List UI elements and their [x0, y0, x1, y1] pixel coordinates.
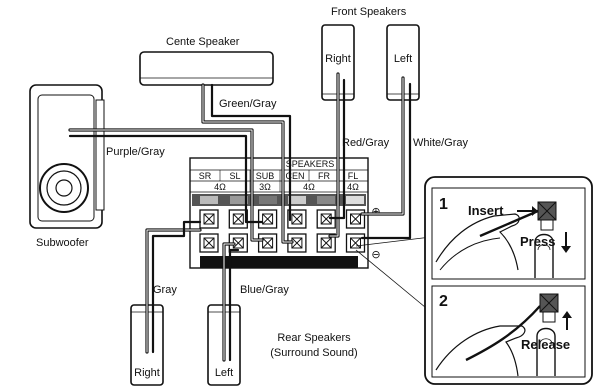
- step-2-wire: [465, 305, 541, 362]
- wire-label-blue-gray: Blue/Gray: [240, 284, 289, 296]
- wire-label-green-gray: Green/Gray: [219, 98, 277, 110]
- impedance-label-rear: 4Ω: [214, 182, 226, 192]
- step-1-number: 1: [439, 196, 448, 213]
- channel-label-fl: FL: [348, 171, 359, 181]
- step-1-insert-label: Insert: [468, 203, 504, 218]
- channel-label-sr: SR: [199, 171, 212, 181]
- terminal-fr-negative: [316, 233, 336, 253]
- inset-leader-top: [355, 236, 432, 247]
- positive-symbol: ⊕: [371, 206, 380, 218]
- inset-leader-bottom: [355, 249, 432, 313]
- wire-label-gray: Gray: [153, 284, 177, 296]
- channel-label-fr: FR: [318, 171, 330, 181]
- impedance-labels: 4Ω 3Ω 4Ω 4Ω: [214, 182, 359, 192]
- terminal-sub-positive: [257, 209, 278, 229]
- step-2-number: 2: [439, 293, 448, 310]
- negative-symbol: ⊖: [371, 249, 380, 261]
- step-2-finger: [536, 327, 556, 376]
- impedance-label-cen-fr: 4Ω: [303, 182, 315, 192]
- wire-label-red-gray: Red/Gray: [342, 137, 390, 149]
- terminal-fr-positive: [316, 209, 336, 229]
- connection-instructions: 1 Insert Press 2 Release: [424, 176, 593, 385]
- channel-labels: SR SL SUB CEN FR FL: [199, 171, 359, 181]
- front-speakers-label: Front Speakers: [331, 6, 407, 18]
- channel-label-sl: SL: [229, 171, 240, 181]
- terminal-grid: [199, 209, 366, 253]
- terminal-sub-negative: [257, 233, 278, 253]
- rear-right-label: Right: [134, 367, 160, 379]
- front-left-label: Left: [394, 53, 412, 65]
- terminal-fl-negative: [345, 233, 366, 253]
- front-right-label: Right: [325, 53, 351, 65]
- wire-label-purple-gray: Purple/Gray: [106, 146, 165, 158]
- impedance-label-fl: 4Ω: [347, 182, 359, 192]
- center-speaker: [139, 51, 274, 86]
- subwoofer: [29, 84, 105, 229]
- subwoofer-label: Subwoofer: [36, 237, 89, 249]
- terminal-sr-negative: [199, 233, 219, 253]
- terminal-sl-positive: [228, 209, 248, 229]
- wires: [68, 72, 412, 362]
- step-1-finger: [534, 233, 554, 278]
- channel-label-sub: SUB: [256, 171, 275, 181]
- rear-speakers-label: Rear Speakers: [277, 332, 351, 344]
- step-2-release-label: Release: [521, 337, 570, 352]
- rear-speakers-sublabel: (Surround Sound): [270, 347, 357, 359]
- center-speaker-label: Cente Speaker: [166, 36, 240, 48]
- terminal-cen-positive: [287, 209, 307, 229]
- terminal-cen-negative: [287, 233, 307, 253]
- channel-label-cen: CEN: [285, 171, 304, 181]
- terminal-fl-positive: [345, 209, 366, 229]
- wire-label-white-gray: White/Gray: [413, 137, 469, 149]
- rear-left-label: Left: [215, 367, 233, 379]
- step-1-wire: [479, 209, 539, 238]
- impedance-label-sub: 3Ω: [259, 182, 271, 192]
- speakers-panel-title: SPEAKERS: [286, 159, 335, 169]
- step-1-press-label: Press: [520, 234, 555, 249]
- terminal-sr-positive: [199, 209, 219, 229]
